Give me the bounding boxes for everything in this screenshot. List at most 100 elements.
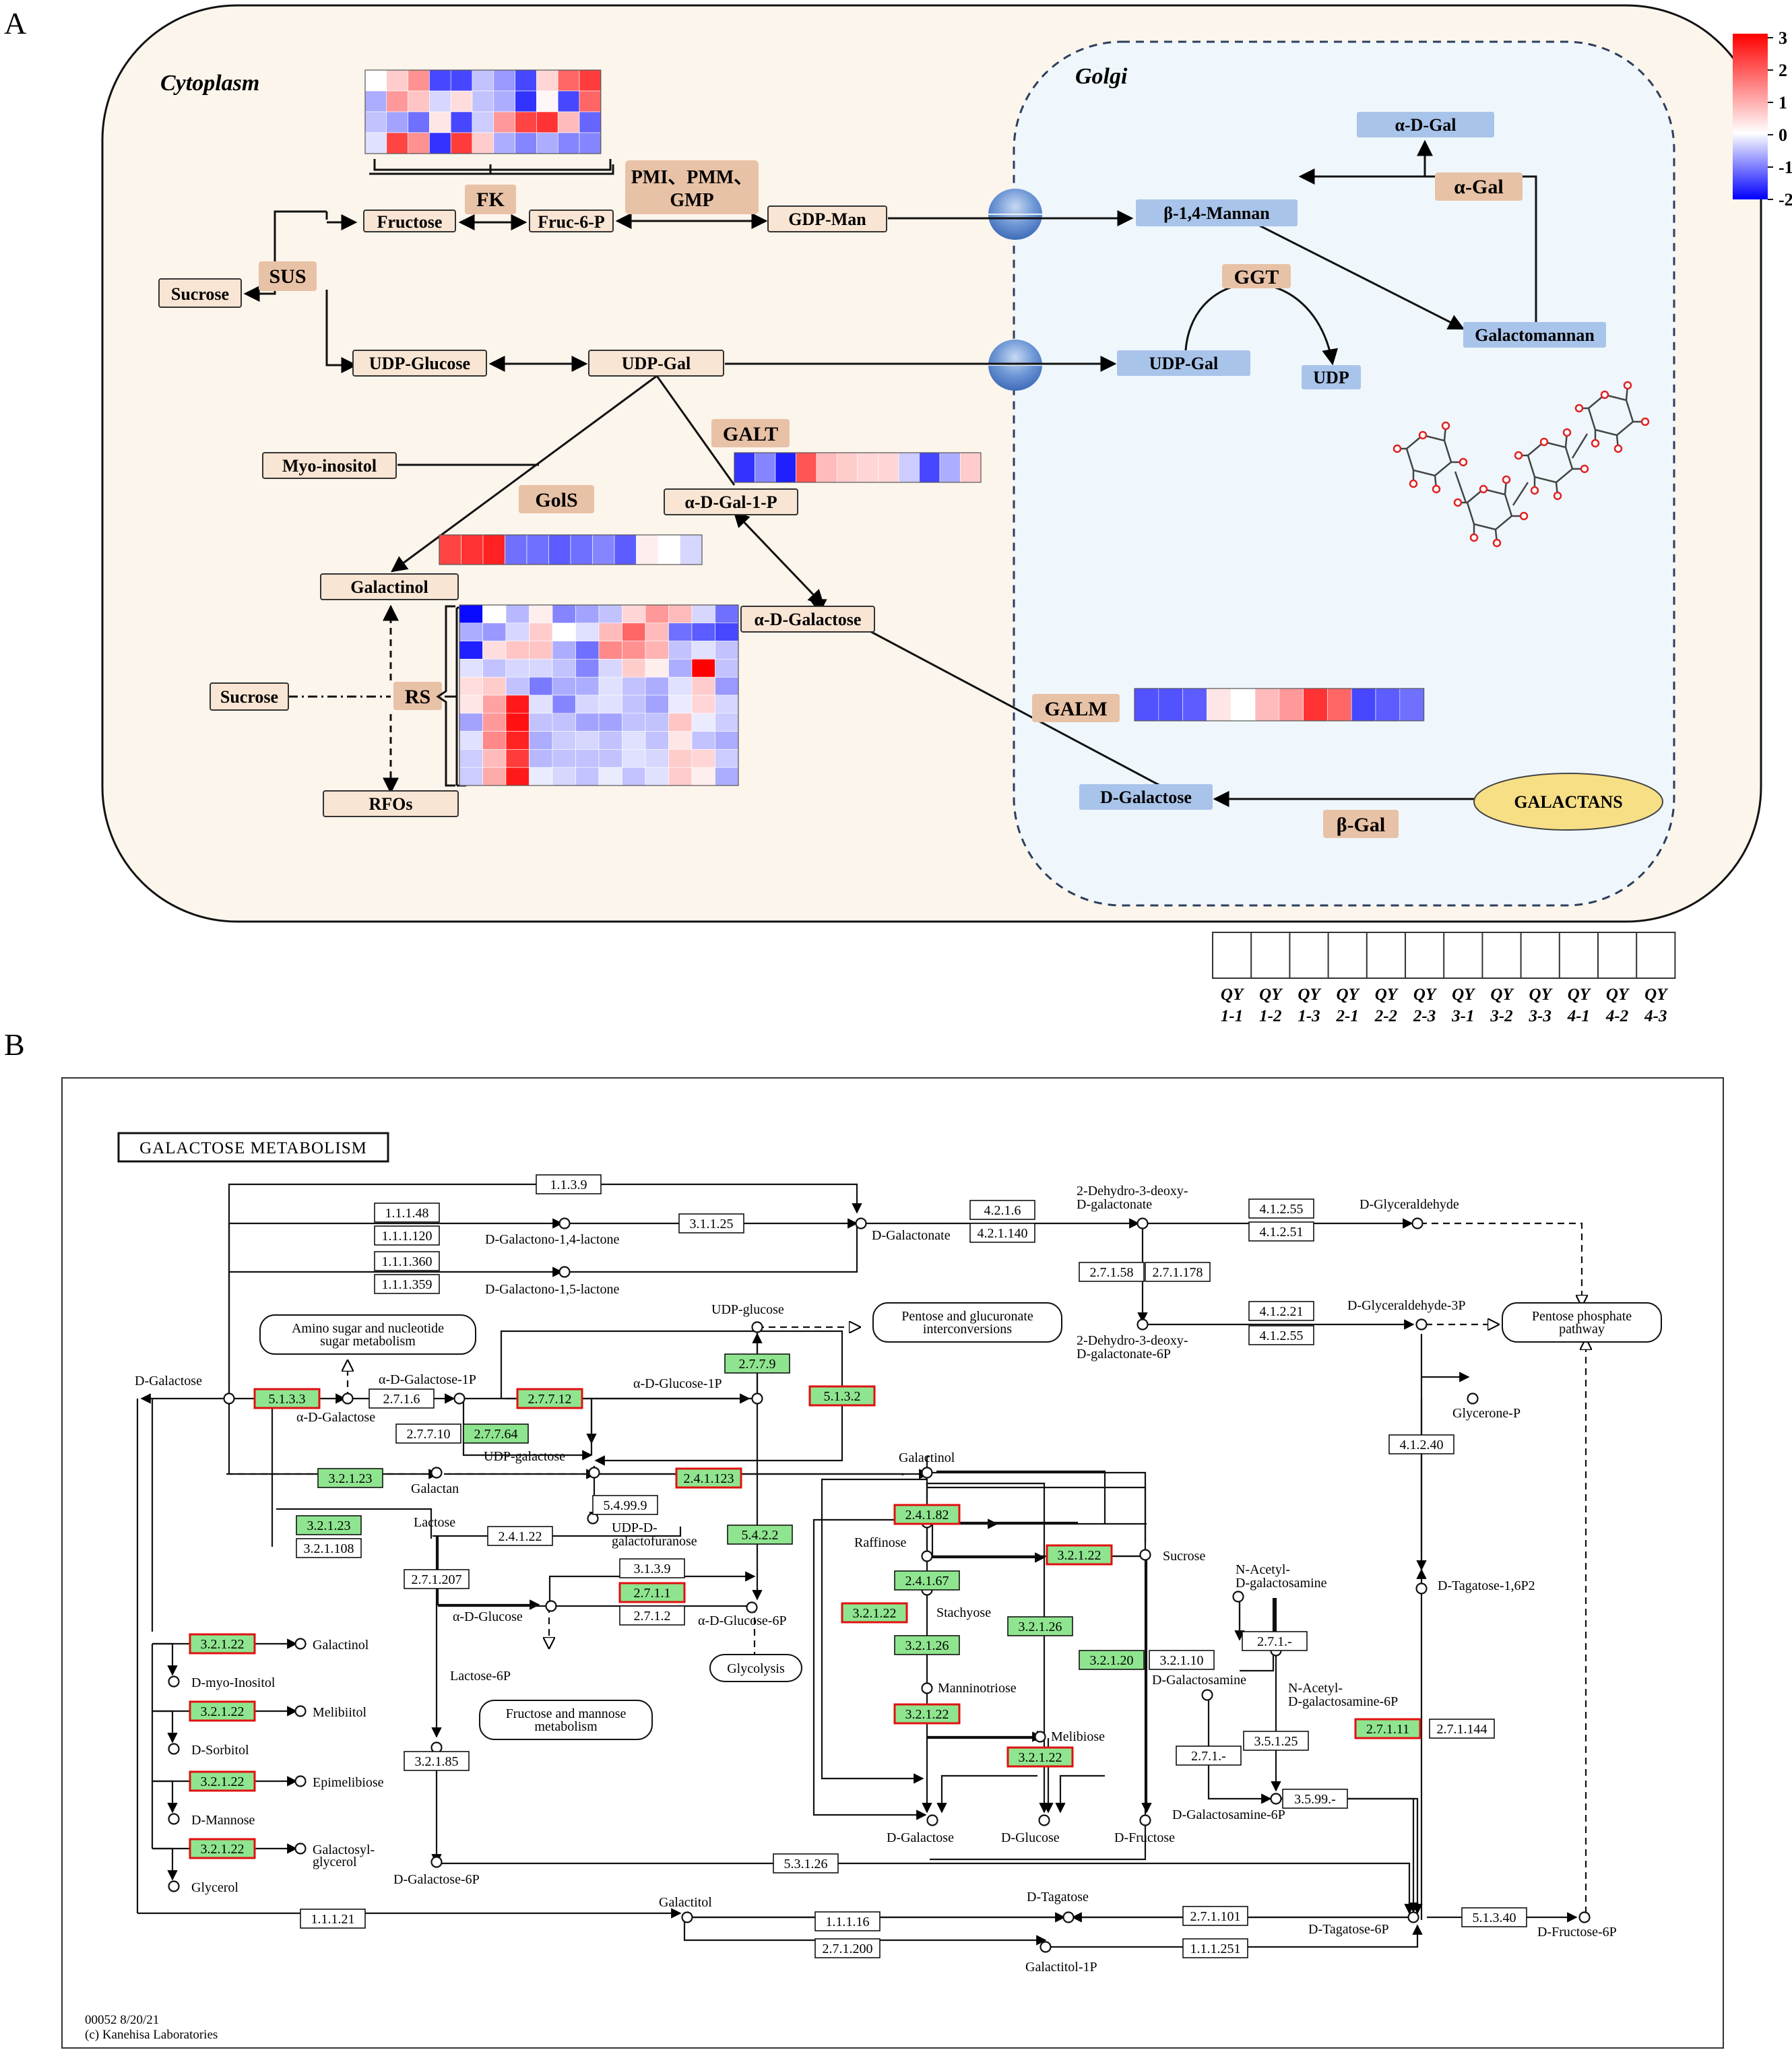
- enzyme-rs: RS: [393, 682, 442, 710]
- reaction-line: [821, 1478, 927, 1784]
- heatmap-cell: [579, 111, 602, 133]
- heatmap-cell: [579, 132, 602, 154]
- enzyme-box: [969, 1200, 1035, 1220]
- svg-text:UDP: UDP: [1313, 368, 1349, 387]
- linked-map-label: Amino sugar and nucleotide: [292, 1321, 444, 1336]
- heatmap-cell: [472, 90, 494, 113]
- heatmap-cell: [816, 452, 837, 483]
- heatmap-cell: [857, 452, 878, 483]
- sample-prefix: QY: [1337, 986, 1361, 1004]
- panel-a-label: A: [4, 6, 26, 40]
- enzyme-pmi-pmm-gmp: PMI、PMM、GMP: [625, 160, 759, 214]
- heatmap-cell: [459, 695, 483, 714]
- enzyme-ec-number: 3.2.1.22: [201, 1637, 245, 1652]
- enzyme-ec-number: 2.7.1.178: [1153, 1265, 1203, 1280]
- heatmap-cell: [364, 69, 387, 92]
- svg-text:RS: RS: [405, 686, 430, 708]
- reaction-line: [927, 1486, 1147, 1543]
- enzyme-ec-number: 2.7.7.9: [739, 1357, 776, 1372]
- enzyme-box: [536, 1174, 602, 1194]
- heatmap-cell: [645, 622, 669, 641]
- compound-label: Manninotriose: [938, 1681, 1017, 1696]
- kegg-map-frame: [61, 1077, 1724, 2049]
- enzyme-box: [619, 1605, 685, 1626]
- heatmap-cell: [579, 69, 602, 92]
- compound-label: D-Galactose: [135, 1374, 202, 1388]
- heatmap-cell: [493, 90, 515, 113]
- heatmap-cell: [459, 659, 483, 678]
- enzyme-sus: SUS: [259, 261, 317, 291]
- compound-label: D-Fructose-6P: [1537, 1925, 1617, 1940]
- heatmap-cell: [459, 731, 483, 750]
- compound-node: [294, 1843, 307, 1855]
- compound-label: D-Galactose: [887, 1830, 954, 1845]
- heatmap-cell: [691, 731, 715, 750]
- heatmap-cell: [636, 534, 659, 565]
- enzyme-ec-number: 3.2.1.22: [905, 1707, 949, 1722]
- compound-node: [921, 1682, 933, 1694]
- linked-map-label: interconversions: [923, 1322, 1012, 1337]
- sample-id: 2-2: [1374, 1007, 1397, 1025]
- heatmap-cell: [691, 622, 715, 641]
- compound-node: [168, 1813, 180, 1825]
- enzyme-box: [189, 1838, 256, 1859]
- compound-label: D-Galactono-1,5-lactone: [485, 1282, 619, 1297]
- reaction-line: [1207, 1698, 1272, 1804]
- node-sucrose-1: Sucrose: [158, 278, 242, 308]
- heatmap-cell: [529, 676, 553, 696]
- enzyme-box: [893, 1703, 961, 1725]
- sample-id: 4-1: [1567, 1007, 1590, 1025]
- heatmap-cell: [622, 641, 646, 660]
- svg-text:α-Gal: α-Gal: [1454, 176, 1503, 198]
- linked-map-label: metabolism: [534, 1719, 598, 1734]
- heatmap-cell: [461, 534, 484, 565]
- enzyme-box: [1145, 1262, 1211, 1282]
- heatmap-cell: [598, 604, 622, 624]
- heatmap-cell: [1303, 688, 1328, 722]
- heatmap-cell: [575, 713, 600, 732]
- heatmap-cell: [482, 676, 507, 696]
- enzyme-box: [374, 1203, 440, 1223]
- sample-prefix: QY: [1259, 986, 1283, 1004]
- enzyme-ec-number: 3.2.1.10: [1160, 1653, 1204, 1668]
- enzyme-box: [841, 1602, 908, 1624]
- reaction-line: [936, 1774, 1037, 1814]
- sample-prefix: QY: [1375, 986, 1399, 1004]
- enzyme-ec-number: 4.2.1.6: [984, 1203, 1021, 1218]
- compound-label: N-Acetyl-: [1236, 1562, 1290, 1577]
- heatmap-cell: [552, 622, 576, 641]
- compound-label: Melibiitol: [313, 1705, 366, 1720]
- heatmap-cell: [1327, 688, 1352, 722]
- kegg-map-title: GALACTOSE METABOLISM: [139, 1139, 367, 1157]
- sample-prefix: QY: [1298, 986, 1322, 1004]
- heatmap-cell: [408, 132, 430, 154]
- kegg-compounds: [168, 1217, 1591, 1953]
- enzyme-box: [894, 1570, 960, 1591]
- heatmap-cell: [960, 452, 982, 483]
- node-gdpman: GDP-Man: [767, 205, 887, 232]
- compound-label: D-Galactosamine-6P: [1172, 1807, 1285, 1822]
- enzyme-box: [1243, 1731, 1309, 1751]
- compound-label: α-D-Glucose-6P: [698, 1613, 787, 1628]
- heatmap-cell: [515, 90, 537, 113]
- compound-label: α-D-Glucose-1P: [633, 1376, 722, 1391]
- compound-node: [1034, 1731, 1046, 1743]
- compound-node: [545, 1600, 557, 1612]
- enzyme-box: [1248, 1301, 1314, 1321]
- sample-prefix: QY: [1606, 986, 1630, 1004]
- heatmap-cell: [505, 713, 530, 732]
- compound-label: D-Sorbitol: [191, 1743, 249, 1758]
- compound-node: [588, 1467, 600, 1479]
- enzyme-ec-number: 2.7.1.-: [1257, 1634, 1292, 1649]
- colorbar-tick-label: 3: [1779, 28, 1787, 48]
- enzyme-ec-number: 2.7.1.58: [1090, 1265, 1134, 1280]
- heatmap-cell: [482, 767, 507, 786]
- enzyme-box: [1354, 1718, 1421, 1739]
- heatmap-cell: [450, 132, 473, 154]
- heatmap-cell: [515, 69, 537, 92]
- heatmap-cell: [796, 452, 817, 483]
- heatmap-cell: [622, 749, 646, 768]
- colorbar-gradient: [1733, 34, 1768, 199]
- compound-node: [921, 1467, 933, 1479]
